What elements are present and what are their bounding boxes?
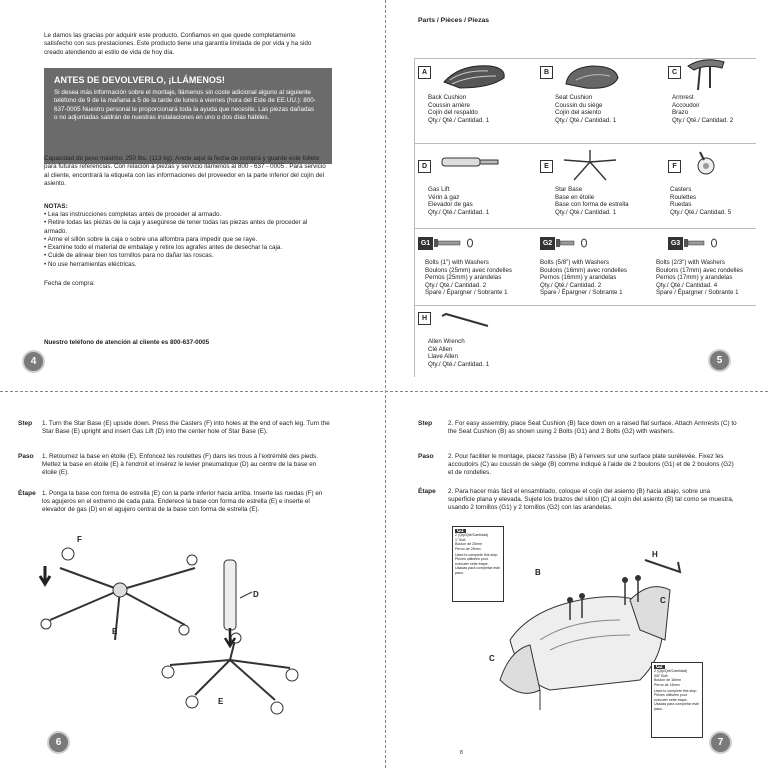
- step-label: Step: [18, 420, 33, 427]
- page-number-badge: 4: [22, 350, 45, 373]
- part-letter-e: E: [540, 160, 553, 173]
- diagram-label-h: H: [652, 550, 658, 559]
- diagram-label-d: D: [253, 590, 259, 599]
- callout-box: ANTES DE DEVOLVERLO, ¡LLÁMENOS! Si desea…: [44, 68, 332, 164]
- back-cushion-illustration: [443, 65, 505, 89]
- part-letter-g2: G2: [540, 237, 555, 250]
- diagram-label-b: B: [535, 568, 541, 577]
- star-base-illustration: [563, 150, 617, 181]
- bolt-g3-illustration: [684, 238, 717, 248]
- step-label: Paso: [18, 453, 34, 460]
- bolt-g2-info-box: G2 2 (Qty/Qté/Cantidad)5/8" Bolt Boulon …: [651, 662, 703, 738]
- note-item: • Lea las instrucciones completas antes …: [44, 211, 222, 218]
- part-letter-g3: G3: [668, 237, 683, 250]
- armrest-illustration: [687, 59, 725, 91]
- part-letter-h: H: [418, 312, 431, 325]
- diagram-label-c: C: [660, 596, 666, 605]
- seat-cushion-illustration: [565, 65, 619, 89]
- step-label: Paso: [418, 453, 434, 460]
- step-label: Step: [418, 420, 433, 427]
- gas-lift-illustration: [441, 157, 499, 167]
- page-number-badge: 6: [47, 731, 70, 754]
- horizontal-cut-line: [0, 391, 768, 392]
- allen-wrench-illustration: [441, 312, 489, 327]
- vertical-cut-line: [385, 0, 386, 768]
- notes-title: NOTAS:: [44, 203, 68, 210]
- part-letter-g1: G1: [418, 237, 433, 250]
- note-item: • Cuide de alinear bien los tornillos pa…: [44, 252, 214, 260]
- note-item: • Examine todo el material de embalaje y…: [44, 244, 283, 252]
- part-letter-c: C: [668, 66, 681, 79]
- diagram-label-e: E: [218, 697, 224, 706]
- diagram-label-f: F: [77, 535, 82, 544]
- step-text: 1. Retournez la base en étoile (E). Enfo…: [42, 453, 318, 477]
- note-item: • No use herramientas eléctricas.: [44, 260, 137, 268]
- parts-title: Parts / Pièces / Piezas: [418, 17, 490, 24]
- star-base-assembly-diagram: [38, 547, 299, 715]
- step-text: 2. Pour faciliter le montage, placez l'a…: [448, 453, 734, 477]
- part-letter-d: D: [418, 160, 431, 173]
- page-number-badge: 7: [709, 731, 732, 754]
- step-label: Étape: [418, 488, 436, 495]
- phone-line: Nuestro teléfono de atención al cliente …: [44, 339, 210, 346]
- part-letter-a: A: [418, 66, 431, 79]
- capacity-text: Capacidad de peso máximo: 250 lbs. (113 …: [44, 155, 326, 187]
- diagram-label-e: E: [112, 627, 118, 636]
- step-text: 1. Turn the Star Base (E) upside down. P…: [42, 420, 330, 436]
- step-text: 2. Para hacer más fácil el ensamblado, c…: [448, 488, 734, 512]
- note-item: • Retire todas las piezas de la caja y a…: [44, 219, 308, 235]
- callout-title: ANTES DE DEVOLVERLO, ¡LLÁMENOS!: [54, 75, 225, 85]
- seat-armrest-assembly-diagram: [499, 559, 682, 710]
- intro-text: Le damos las gracias por adquirir este p…: [44, 32, 312, 56]
- step-label: Étape: [18, 490, 36, 497]
- step-text: 2. For easy assembly, place Seat Cushion…: [448, 420, 737, 436]
- callout-body: Si desea más información sobre el montaj…: [54, 89, 316, 121]
- page-number-badge: 5: [708, 349, 731, 372]
- step-text: 1. Ponga la base con forma de estrella (…: [42, 490, 323, 514]
- footer-mark: 8: [460, 750, 463, 756]
- bolt-g2-illustration: [556, 238, 587, 248]
- part-letter-b: B: [540, 66, 553, 79]
- part-letter-f: F: [668, 160, 681, 173]
- diagram-label-c: C: [489, 654, 495, 663]
- notes-list: • Lea las instrucciones completas antes …: [44, 211, 330, 269]
- note-item: • Arme el sillón sobre la caja o sobre u…: [44, 235, 258, 243]
- purchase-date-label: Fecha de compra:: [44, 280, 95, 287]
- bolt-g1-info-box: G1 2 (Qty/Qté/Cantidad)1" Bolt Boulon de…: [452, 526, 504, 602]
- bolt-g1-illustration: [434, 238, 473, 248]
- caster-illustration: [697, 151, 715, 175]
